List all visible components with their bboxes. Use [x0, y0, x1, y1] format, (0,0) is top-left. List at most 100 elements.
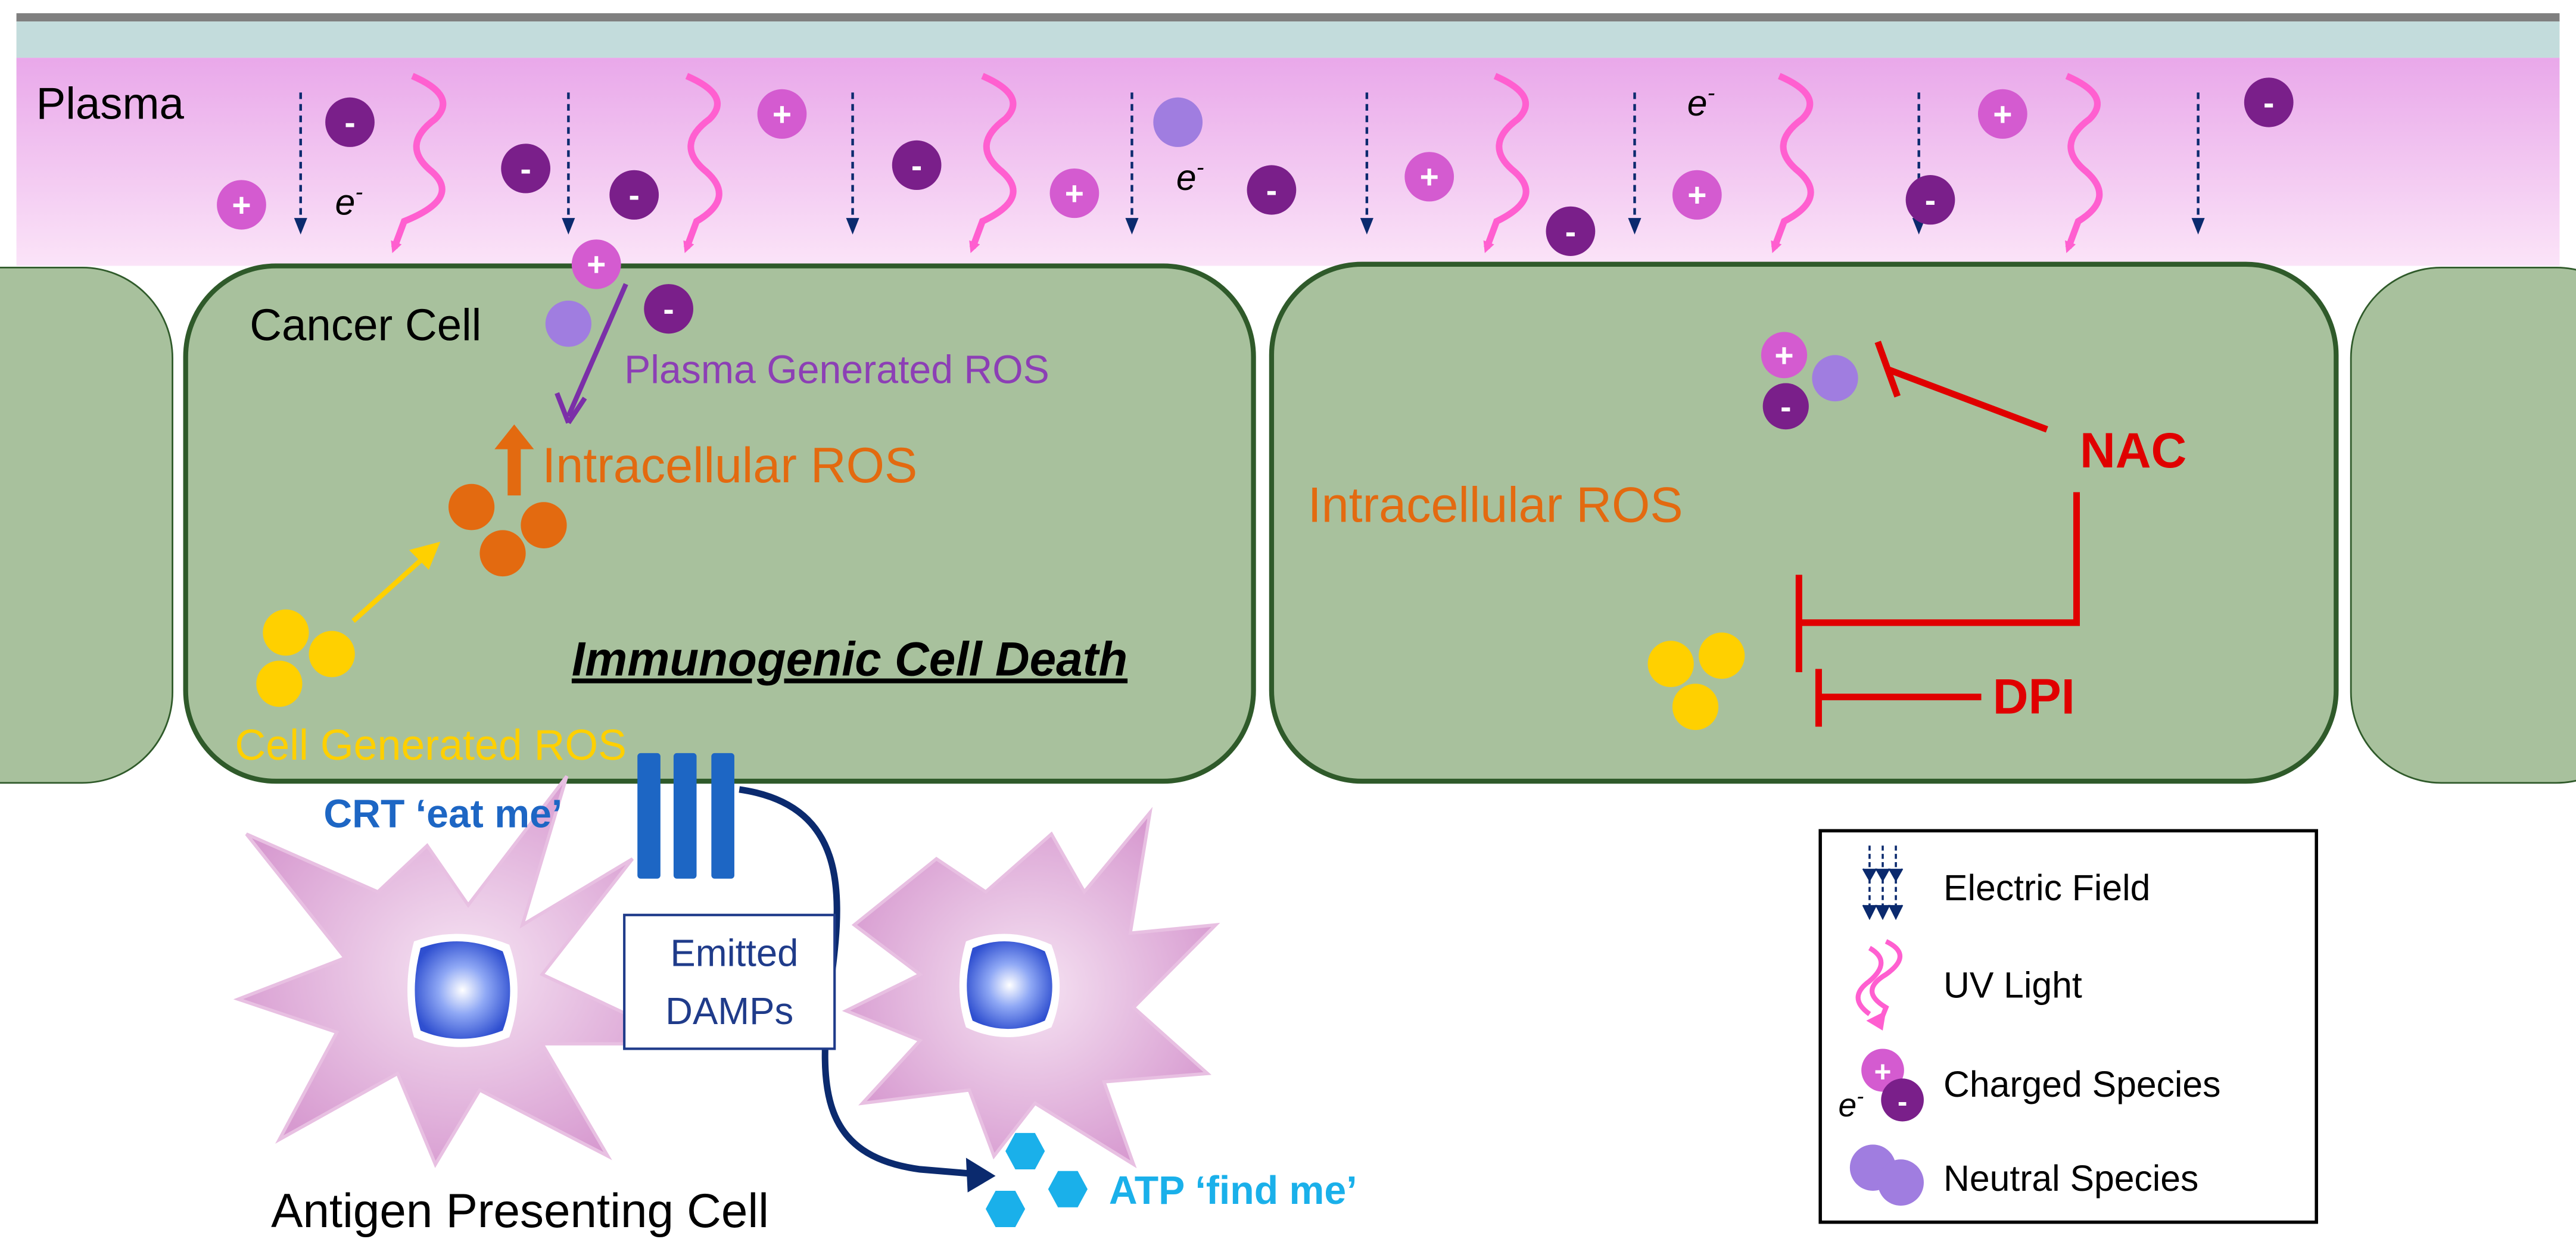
- plus-sign: +: [1065, 175, 1084, 212]
- uv-light-legend-icon: [1855, 939, 1903, 1025]
- emitted-label: Emitted: [670, 932, 798, 975]
- positive-charge-dot: [757, 89, 807, 139]
- plasma-ros-arrow: [566, 283, 628, 417]
- uv-light-wave: [683, 73, 722, 254]
- electric-field-arrowhead: [1628, 218, 1641, 235]
- plus-sign: +: [1993, 96, 2012, 133]
- atp-find-me-label: ATP ‘find me’: [1109, 1169, 1357, 1213]
- electron-label: e-: [1176, 155, 1204, 198]
- negative-charge-dot: [325, 97, 375, 147]
- electric-field-arrowhead: [562, 218, 575, 235]
- electric-field-arrowhead: [294, 218, 307, 235]
- legend-charged-species: Charged Species: [1943, 1064, 2220, 1104]
- ros-orange-dot: [448, 483, 495, 530]
- nac-inhibition-lines: [1795, 341, 2080, 727]
- legend-electric-field: Electric Field: [1943, 867, 2150, 908]
- legend-electron: e-: [1839, 1084, 1864, 1124]
- positive-charge-dot: [1761, 332, 1808, 379]
- minus-sign: -: [1780, 388, 1791, 425]
- electron-label: e-: [1687, 80, 1715, 123]
- minus-sign: -: [2263, 84, 2274, 121]
- plasma-ros-arrowhead: [555, 392, 587, 425]
- cell-ros-arrow: [351, 550, 432, 623]
- dpi-label: DPI: [1993, 669, 2075, 724]
- minus-sign: -: [911, 147, 922, 184]
- legend: Electric Field UV Light + - e- Charged S…: [1818, 829, 2318, 1224]
- crt-receptor: [673, 753, 697, 879]
- negative-charge-dot: [2244, 77, 2294, 127]
- uv-light-wave: [2065, 73, 2103, 254]
- ros-yellow-dot: [256, 660, 303, 707]
- legend-box: [1818, 829, 2318, 1224]
- plus-sign: +: [587, 246, 606, 283]
- ros-yellow-dot: [309, 631, 355, 678]
- uv-light-wave: [969, 73, 1017, 254]
- ros-yellow-dot: [1647, 641, 1694, 687]
- minus-sign: -: [520, 150, 531, 187]
- neutral-species-dot: [1812, 355, 1858, 402]
- minus-sign: -: [1565, 213, 1576, 250]
- negative-charge-dot: [501, 143, 551, 194]
- plasma-generated-ros-label: Plasma Generated ROS: [624, 348, 1049, 392]
- uv-light-waves: [391, 73, 2103, 254]
- positive-charge-dot: [571, 239, 621, 289]
- uv-light-wave: [391, 73, 447, 254]
- emitted-damps-box: [623, 913, 836, 1050]
- ros-yellow-dot: [1672, 684, 1719, 731]
- legend-neutral-species: Neutral Species: [1943, 1158, 2198, 1199]
- negative-charge-dot: [892, 140, 942, 191]
- cancer-cell-right: [1269, 261, 2339, 784]
- crt-receptor: [637, 753, 661, 879]
- positive-charge-dot: [1404, 152, 1454, 202]
- electric-field-arrowhead: [1360, 218, 1373, 235]
- negative-charge-dot: [1762, 383, 1809, 430]
- atp-hexagons: [985, 1132, 1088, 1228]
- ros-yellow-dot: [1699, 632, 1745, 679]
- electric-field-arrowhead: [2191, 218, 2205, 235]
- negative-charge-dot: [1546, 206, 1596, 256]
- plus-sign: +: [1774, 337, 1793, 374]
- ros-yellow-dot: [263, 609, 309, 656]
- minus-sign: -: [1266, 171, 1277, 208]
- cell-far-right: [2350, 267, 2576, 784]
- charged-species-legend-minus: [1881, 1078, 1924, 1122]
- neutral-species-legend-dot: [1877, 1159, 1924, 1206]
- minus-sign: -: [1898, 1085, 1908, 1118]
- plus-sign: +: [773, 96, 792, 133]
- cell-generated-ros-label: Cell Generated ROS: [235, 722, 627, 769]
- negative-charge-dot: [1247, 165, 1297, 215]
- plus-sign: +: [1687, 177, 1706, 214]
- minus-sign: -: [663, 291, 674, 327]
- top-border: [16, 13, 2560, 22]
- crt-eat-me-label: CRT ‘eat me’: [323, 792, 562, 837]
- top-frame: [16, 21, 2560, 58]
- antigen-presenting-cell-right: [842, 807, 1220, 1169]
- electron-label: e-: [335, 180, 363, 223]
- minus-sign: -: [1925, 182, 1936, 219]
- crt-receptor: [711, 753, 734, 879]
- ros-orange-dot: [521, 502, 567, 548]
- cancer-cell-label: Cancer Cell: [250, 299, 481, 349]
- plus-sign: +: [232, 186, 251, 223]
- ros-orange-dot: [479, 530, 526, 577]
- positive-charge-dot: [1049, 168, 1099, 219]
- damps-arrowhead: [965, 1157, 996, 1193]
- intracellular-ros-label: Intracellular ROS: [542, 438, 917, 493]
- plasma-label: Plasma: [36, 79, 185, 129]
- damps-label: DAMPs: [665, 990, 793, 1032]
- neutral-species-dot: [1153, 97, 1203, 147]
- cell-far-left: [0, 267, 173, 784]
- electric-field-arrowhead: [846, 218, 859, 235]
- negative-charge-dot: [609, 170, 659, 220]
- positive-charge-dot: [1672, 170, 1722, 220]
- uv-light-wave: [1771, 73, 1814, 254]
- up-arrow-icon: [494, 424, 534, 496]
- minus-sign: -: [629, 177, 640, 214]
- minus-sign: -: [344, 104, 355, 141]
- positive-charge-dot: [217, 180, 266, 230]
- uv-light-wave: [1483, 73, 1530, 254]
- plus-sign: +: [1420, 158, 1439, 195]
- legend-uv-light: UV Light: [1943, 965, 2082, 1005]
- immunogenic-cell-death-label: Immunogenic Cell Death: [572, 632, 1127, 685]
